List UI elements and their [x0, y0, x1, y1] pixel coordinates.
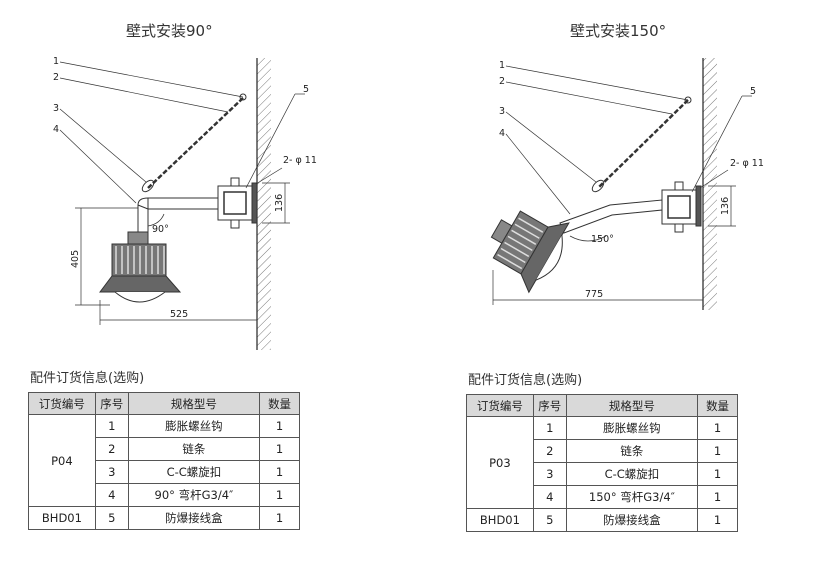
left-dim-height: 405 — [70, 250, 81, 268]
qty-cell: 1 — [259, 506, 300, 530]
right-parts-table: 订货编号 序号 规格型号 数量 P03 1 膨胀螺丝钩 1 2 链条 1 3 C… — [466, 394, 738, 532]
left-arm — [137, 197, 221, 233]
spec-cell: 防爆接线盒 — [565, 508, 699, 532]
spec-cell: C-C螺旋扣 — [127, 460, 261, 484]
qty-cell: 1 — [259, 483, 300, 507]
table-row: 2 链条 1 — [467, 439, 738, 463]
right-luminaire — [490, 210, 570, 294]
seq-cell: 1 — [94, 414, 129, 438]
left-callout-4: 4 — [53, 124, 59, 135]
left-hole-label: 2- φ 11 — [283, 155, 317, 166]
right-dimension-lines — [492, 185, 736, 305]
left-luminaire — [99, 231, 182, 303]
right-callout-1: 1 — [499, 60, 505, 71]
qty-cell: 1 — [697, 416, 738, 440]
table-header-row: 订货编号 序号 规格型号 数量 — [28, 392, 300, 415]
order-code-cell: P03 — [466, 416, 534, 509]
seq-cell: 4 — [94, 483, 129, 507]
left-angle-arc — [147, 213, 165, 227]
left-chain — [141, 93, 247, 193]
right-arm — [559, 199, 663, 234]
qty-cell: 1 — [697, 485, 738, 509]
table-header-row: 订货编号 序号 规格型号 数量 — [466, 394, 738, 417]
spec-cell: 链条 — [565, 439, 699, 463]
right-wall — [702, 58, 717, 310]
installation-diagram: 90° 405 525 136 2- φ 11 1 2 3 4 5 — [53, 56, 764, 350]
table-row: 3 C-C螺旋扣 1 — [29, 460, 300, 484]
qty-cell: 1 — [697, 508, 738, 532]
left-dimension-lines — [75, 182, 290, 325]
left-callout-5: 5 — [303, 84, 309, 95]
seq-cell: 5 — [532, 508, 567, 532]
header-spec: 规格型号 — [127, 392, 261, 415]
header-order-code: 订货编号 — [466, 394, 534, 417]
seq-cell: 2 — [94, 437, 129, 461]
right-dim-width: 775 — [585, 289, 603, 300]
right-junction-box — [661, 181, 702, 233]
left-dim-box: 136 — [274, 194, 285, 212]
seq-cell: 3 — [532, 462, 567, 486]
left-table-title: 配件订货信息(选购) — [30, 371, 145, 386]
order-code-cell: BHD01 — [466, 508, 534, 532]
right-angle-arc — [569, 235, 607, 242]
table-row: P03 1 膨胀螺丝钩 1 — [466, 416, 738, 509]
left-angle-label: 90° — [152, 224, 169, 235]
left-diagram-title: 壁式安装90° — [126, 22, 213, 40]
header-qty: 数量 — [259, 392, 300, 415]
qty-cell: 1 — [259, 437, 300, 461]
right-chain — [591, 96, 692, 193]
right-callout-3: 3 — [499, 106, 505, 117]
seq-cell: 3 — [94, 460, 129, 484]
table-row: BHD01 5 防爆接线盒 1 — [28, 506, 300, 530]
seq-cell: 2 — [532, 439, 567, 463]
header-spec: 规格型号 — [565, 394, 699, 417]
header-seq: 序号 — [532, 394, 567, 417]
right-callout-5: 5 — [750, 86, 756, 97]
left-callout-leaders — [59, 61, 305, 204]
left-parts-table: 订货编号 序号 规格型号 数量 P04 1 膨胀螺丝钩 1 2 链条 1 3 C… — [28, 392, 300, 530]
left-junction-box — [217, 177, 258, 229]
order-code-cell: BHD01 — [28, 506, 96, 530]
spec-cell: 链条 — [127, 437, 261, 461]
right-diagram-title: 壁式安装150° — [570, 22, 667, 40]
right-callout-leaders — [505, 65, 752, 215]
right-table-title: 配件订货信息(选购) — [468, 373, 583, 388]
left-callout-2: 2 — [53, 72, 59, 83]
spec-cell: 膨胀螺丝钩 — [565, 416, 699, 440]
header-qty: 数量 — [697, 394, 738, 417]
table-row: 4 150° 弯杆G3/4″ 1 — [467, 485, 738, 509]
left-dim-width: 525 — [170, 309, 188, 320]
table-row: 4 90° 弯杆G3/4″ 1 — [29, 483, 300, 507]
right-dim-box: 136 — [720, 197, 731, 215]
seq-cell: 5 — [94, 506, 129, 530]
spec-cell: 150° 弯杆G3/4″ — [565, 485, 699, 509]
qty-cell: 1 — [697, 462, 738, 486]
table-row: 3 C-C螺旋扣 1 — [467, 462, 738, 486]
header-seq: 序号 — [94, 392, 129, 415]
left-callout-1: 1 — [53, 56, 59, 67]
right-callout-2: 2 — [499, 76, 505, 87]
left-callout-3: 3 — [53, 103, 59, 114]
qty-cell: 1 — [697, 439, 738, 463]
table-row: P04 1 膨胀螺丝钩 1 — [28, 414, 300, 507]
qty-cell: 1 — [259, 414, 300, 438]
spec-cell: C-C螺旋扣 — [565, 462, 699, 486]
seq-cell: 4 — [532, 485, 567, 509]
header-order-code: 订货编号 — [28, 392, 96, 415]
table-row: BHD01 5 防爆接线盒 1 — [466, 508, 738, 532]
order-code-cell: P04 — [28, 414, 96, 507]
seq-cell: 1 — [532, 416, 567, 440]
right-hole-label: 2- φ 11 — [730, 158, 764, 169]
right-angle-label: 150° — [591, 234, 614, 245]
qty-cell: 1 — [259, 460, 300, 484]
spec-cell: 防爆接线盒 — [127, 506, 261, 530]
spec-cell: 膨胀螺丝钩 — [127, 414, 261, 438]
spec-cell: 90° 弯杆G3/4″ — [127, 483, 261, 507]
right-callout-4: 4 — [499, 128, 505, 139]
table-row: 2 链条 1 — [29, 437, 300, 461]
left-wall — [256, 58, 271, 350]
